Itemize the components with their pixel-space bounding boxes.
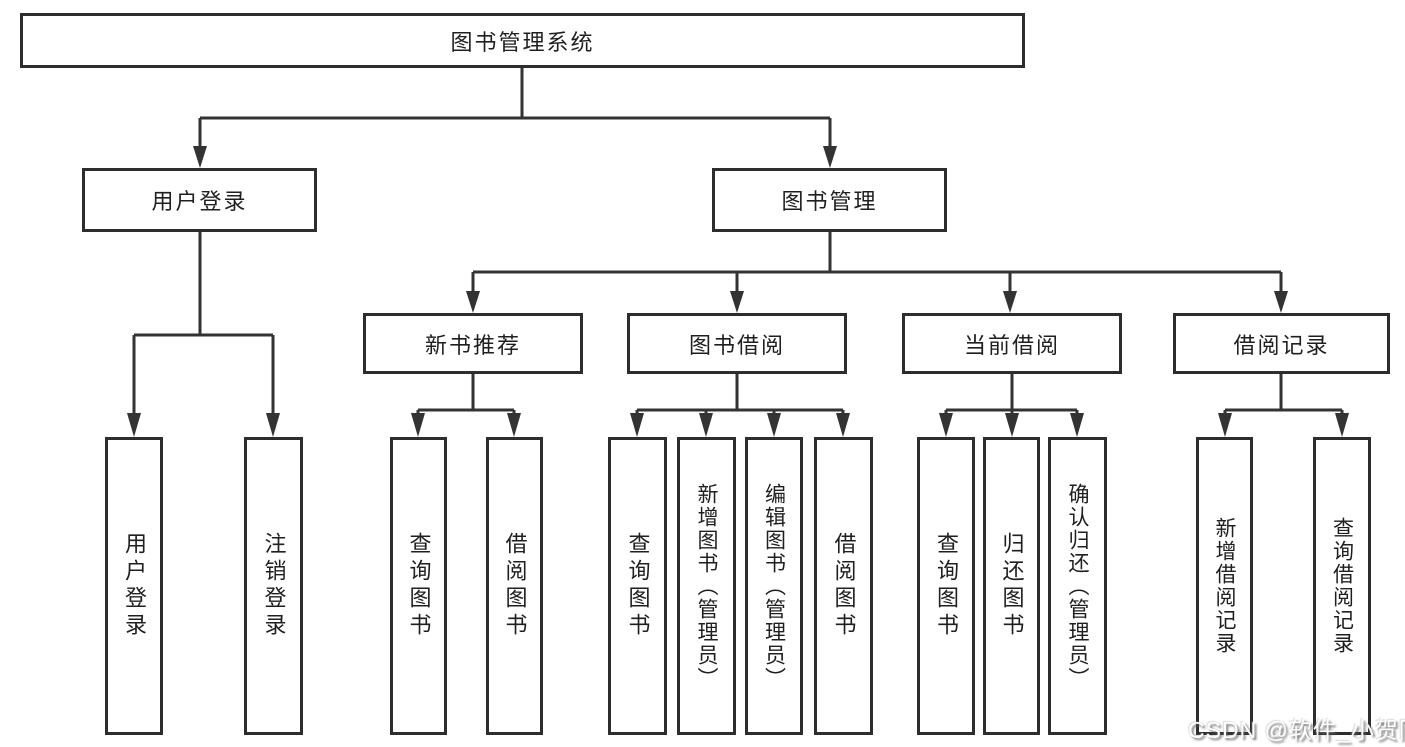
node-user-login: 用户登录 xyxy=(82,168,317,232)
leaf-borrow-add-books-admin: 新增图书（管理员） xyxy=(677,437,736,735)
leaf-newbooks-query-books: 查询图书 xyxy=(390,437,447,735)
leaf-logout: 注销登录 xyxy=(244,437,303,735)
csdn-watermark: CSDN @软件_小贺同学 xyxy=(1188,717,1405,743)
leaf-records-query-borrow-record: 查询借阅记录 xyxy=(1313,437,1371,735)
leaf-user-login: 用户登录 xyxy=(105,437,163,735)
leaf-current-confirm-return-admin: 确认归还（管理员） xyxy=(1048,437,1107,735)
leaf-borrow-edit-books-admin: 编辑图书（管理员） xyxy=(745,437,803,735)
node-root: 图书管理系统 xyxy=(20,13,1025,68)
leaf-borrow-query-books: 查询图书 xyxy=(608,437,667,735)
node-book-management: 图书管理 xyxy=(712,168,947,232)
leaf-records-add-borrow-record: 新增借阅记录 xyxy=(1196,437,1253,735)
leaf-borrow-borrow-books: 借阅图书 xyxy=(814,437,873,735)
leaf-newbooks-borrow-books: 借阅图书 xyxy=(486,437,543,735)
leaf-current-query-books: 查询图书 xyxy=(917,437,975,735)
node-current-borrow: 当前借阅 xyxy=(902,313,1122,374)
node-book-borrow: 图书借阅 xyxy=(627,313,847,374)
arrowheads xyxy=(127,146,1349,437)
node-new-book-recommend: 新书推荐 xyxy=(363,313,583,374)
leaf-current-return-books: 归还图书 xyxy=(983,437,1040,735)
node-borrow-records: 借阅记录 xyxy=(1173,313,1390,374)
